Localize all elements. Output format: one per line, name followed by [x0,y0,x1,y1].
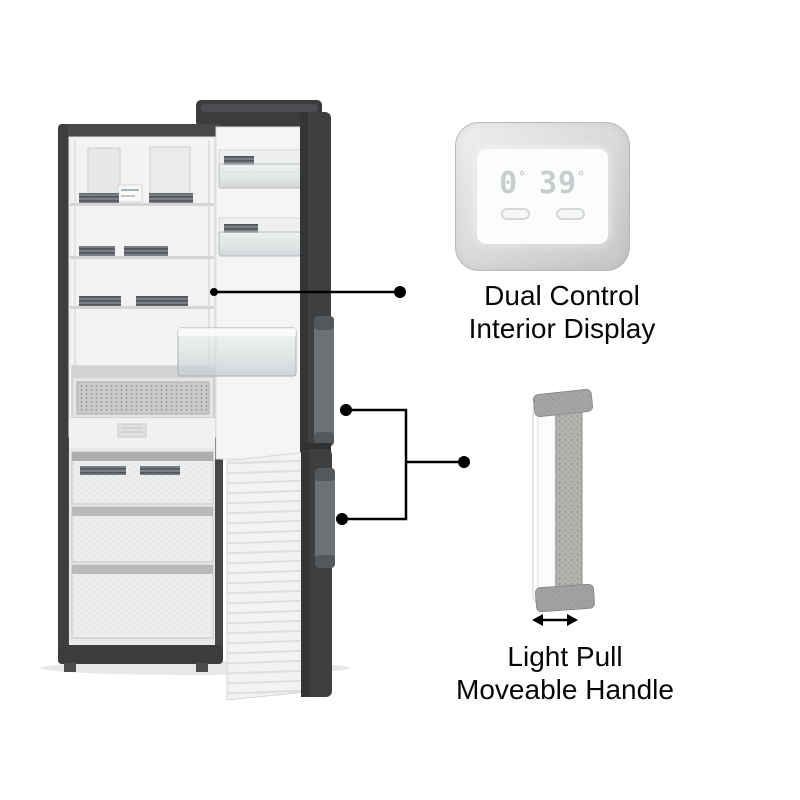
display-callout-card: 0 ° 39 ° [455,122,630,271]
fridge-door-top-edge [196,100,322,127]
callout-lines [210,286,470,525]
handle-illustration [532,389,595,626]
temperature-values: 0 ° 39 ° [477,169,608,199]
freezer-drawer-3 [71,564,214,639]
display-label-line2: Interior Display [468,313,656,344]
right-temp-value: 39 [538,166,578,201]
callout-dot [458,456,470,468]
freezer-drawer-1 [71,451,214,505]
handle-label-line1: Light Pull [507,641,623,672]
right-degree-mark: ° [577,170,586,185]
freezer-door-handle [315,468,335,568]
fridge-cabinet [58,124,223,672]
left-temp-value: 0 [499,166,519,201]
handle-label-line2: Moveable Handle [456,674,674,705]
left-degree-mark: ° [518,170,527,185]
callout-dot [210,288,218,296]
temperature-display: 0 ° 39 ° [477,149,608,244]
freezer-drawer-2 [71,506,214,563]
fridge-door-handle [314,316,334,446]
double-arrow-icon [532,614,578,626]
display-button-left [500,208,530,220]
callout-dot [340,404,352,416]
handle-callout-label: Light Pull Moveable Handle [425,640,705,706]
display-buttons [477,208,608,220]
freezer-door-open [226,449,335,701]
callout-dot [394,286,406,298]
display-callout-label: Dual Control Interior Display [422,279,702,345]
door-hinge [300,443,331,453]
callout-dot [336,513,348,525]
display-label-line1: Dual Control [484,280,640,311]
display-button-right [555,208,585,220]
